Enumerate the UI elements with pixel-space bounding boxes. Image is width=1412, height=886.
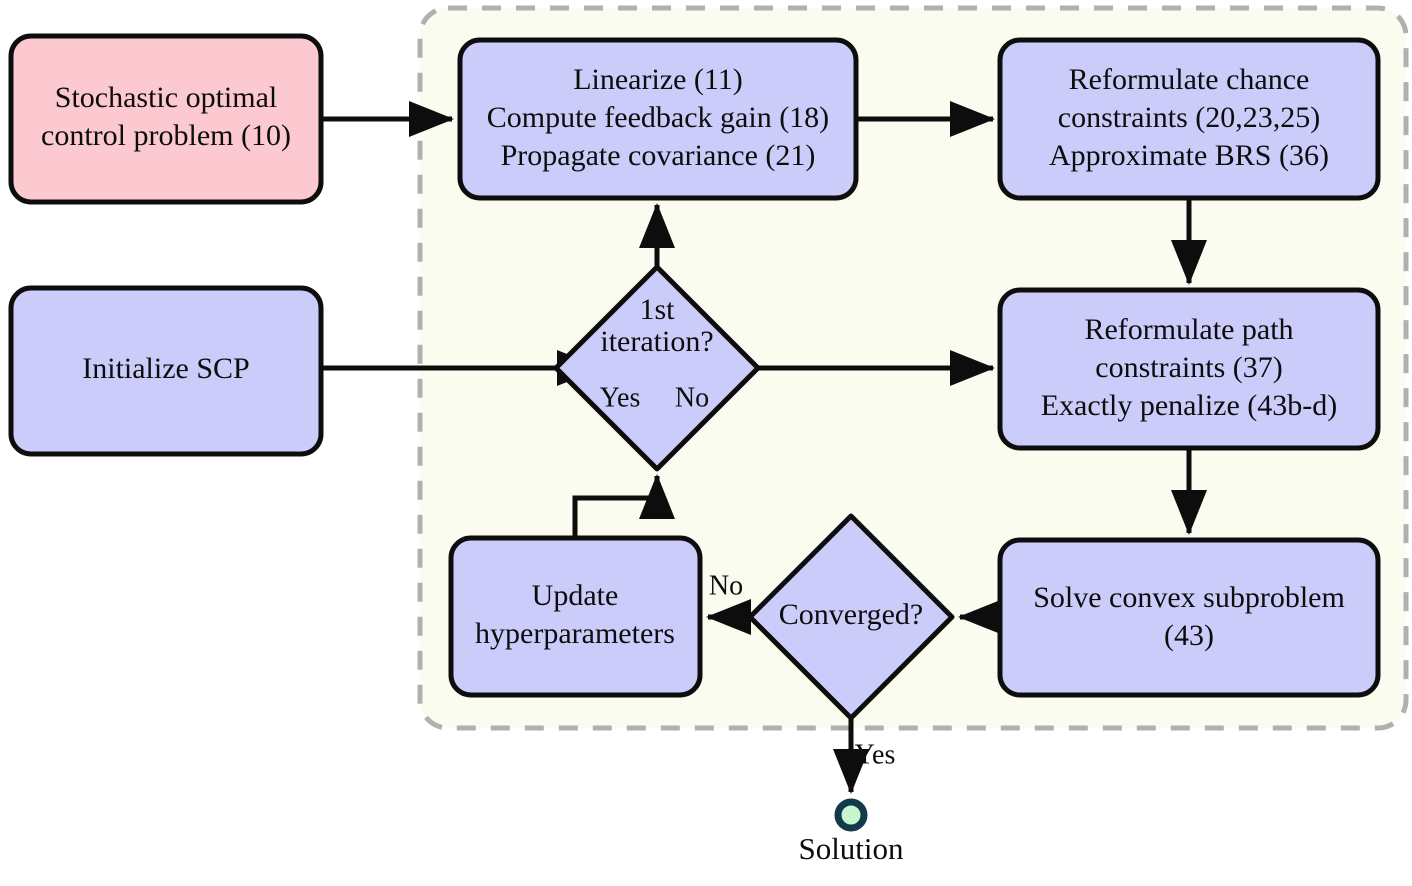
node-label-line: control problem (10) [41, 119, 291, 152]
node-linearize-compute-propagate[interactable]: Linearize (11) Compute feedback gain (18… [457, 37, 859, 201]
node-shape-rect [8, 285, 324, 457]
node-shape-rect [997, 37, 1381, 201]
edge-label-converged-yes: Yes [855, 739, 896, 770]
node-label-line: Approximate BRS (36) [1049, 139, 1329, 172]
node-shape-rect [997, 537, 1381, 698]
node-label-line: Reformulate chance [1069, 63, 1310, 96]
node-label-line: Reformulate path [1084, 313, 1293, 346]
node-stochastic-optimal-control-problem[interactable]: Stochastic optimal control problem (10) [8, 33, 324, 205]
node-label-line: Initialize SCP [82, 352, 250, 385]
node-label-line: Solve convex subproblem [1033, 581, 1345, 614]
node-label-line: iteration? [600, 325, 713, 358]
edge-label-first-iteration-yes: Yes [600, 382, 641, 413]
node-label-line: constraints (37) [1095, 351, 1282, 384]
node-solution-terminal[interactable]: Solution [798, 798, 904, 866]
node-label-line: hyperparameters [475, 617, 675, 650]
node-converged-decision[interactable]: Converged? [747, 513, 955, 721]
node-label-line: Linearize (11) [573, 63, 743, 96]
node-label-line: Compute feedback gain (18) [487, 101, 829, 134]
node-reformulate-path-constraints[interactable]: Reformulate path constraints (37) Exactl… [997, 287, 1381, 451]
node-label-line: Propagate covariance (21) [501, 139, 816, 172]
node-first-iteration-decision[interactable]: 1st iteration? [553, 264, 761, 472]
node-label-line: Update [532, 579, 619, 612]
node-update-hyperparameters[interactable]: Update hyperparameters [448, 535, 703, 698]
edge-update-to-first-iteration [572, 474, 675, 538]
node-reformulate-chance-constraints[interactable]: Reformulate chance constraints (20,23,25… [997, 37, 1381, 201]
node-shape-diamond [553, 264, 761, 472]
edge-label-first-iteration-no: No [675, 382, 709, 413]
node-label-line: constraints (20,23,25) [1058, 101, 1320, 134]
terminal-circle-icon [834, 798, 868, 832]
node-solve-convex-subproblem[interactable]: Solve convex subproblem (43) [997, 537, 1381, 698]
edge-label-converged-no: No [709, 570, 743, 601]
node-shape-rect [448, 535, 703, 698]
node-shape-diamond [747, 513, 955, 721]
node-label-line: Converged? [779, 598, 923, 631]
node-label-line: Stochastic optimal [55, 81, 277, 114]
node-label-line: Exactly penalize (43b-d) [1041, 389, 1338, 422]
node-shape-rect [997, 287, 1381, 451]
node-shape-rect [8, 33, 324, 205]
node-shape-rect [457, 37, 859, 201]
node-initialize-scp[interactable]: Initialize SCP [8, 285, 324, 457]
terminal-label: Solution [798, 831, 904, 866]
node-label-line: 1st [639, 293, 675, 326]
node-label-line: (43) [1164, 619, 1214, 652]
